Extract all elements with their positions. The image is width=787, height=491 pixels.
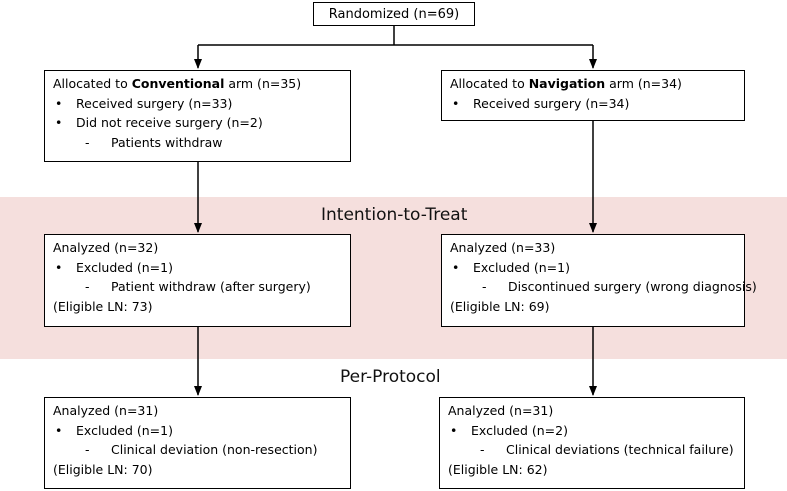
navigation-pp-eligible: (Eligible LN: 62)	[448, 461, 548, 477]
conventional-itt-eligible: (Eligible LN: 73)	[53, 298, 153, 314]
conventional-pp-box: Analyzed (n=31) Excluded (n=1) Clinical …	[44, 397, 351, 489]
conventional-itt-analyzed: Analyzed (n=32)	[53, 240, 159, 255]
navigation-itt-eligible: (Eligible LN: 69)	[450, 298, 550, 314]
conventional-pp-reason: Clinical deviation (non-resection)	[53, 440, 342, 460]
conventional-not-received: Did not receive surgery (n=2)	[53, 113, 342, 133]
conventional-pp-excluded: Excluded (n=1)	[53, 421, 342, 441]
navigation-allocation-title: Allocated to Navigation arm (n=34)	[450, 76, 682, 91]
stage-label-itt: Intention-to-Treat	[321, 205, 468, 225]
navigation-pp-analyzed: Analyzed (n=31)	[448, 403, 554, 418]
conventional-itt-excluded: Excluded (n=1)	[53, 258, 342, 278]
navigation-pp-excluded: Excluded (n=2)	[448, 421, 736, 441]
randomized-box: Randomized (n=69)	[313, 2, 475, 26]
randomized-label: Randomized (n=69)	[328, 7, 460, 22]
navigation-pp-reason: Clinical deviations (technical failure)	[448, 440, 736, 460]
navigation-pp-box: Analyzed (n=31) Excluded (n=2) Clinical …	[439, 397, 745, 489]
conventional-received: Received surgery (n=33)	[53, 94, 342, 114]
navigation-itt-box: Analyzed (n=33) Excluded (n=1) Discontin…	[441, 234, 757, 327]
navigation-itt-excluded: Excluded (n=1)	[450, 258, 736, 278]
conventional-itt-box: Analyzed (n=32) Excluded (n=1) Patient w…	[44, 234, 351, 327]
navigation-allocation-box: Allocated to Navigation arm (n=34) Recei…	[441, 70, 745, 121]
conventional-not-received-reason: Patients withdraw	[53, 133, 342, 153]
stage-label-pp: Per-Protocol	[340, 367, 441, 387]
conventional-allocation-title: Allocated to Conventional arm (n=35)	[53, 76, 302, 91]
navigation-received: Received surgery (n=34)	[450, 94, 736, 114]
conventional-itt-reason: Patient withdraw (after surgery)	[53, 277, 342, 297]
conventional-allocation-box: Allocated to Conventional arm (n=35) Rec…	[44, 70, 351, 162]
navigation-itt-analyzed: Analyzed (n=33)	[450, 240, 556, 255]
conventional-pp-eligible: (Eligible LN: 70)	[53, 461, 153, 477]
conventional-pp-analyzed: Analyzed (n=31)	[53, 403, 159, 418]
navigation-itt-reason: Discontinued surgery (wrong diagnosis)	[450, 277, 757, 297]
